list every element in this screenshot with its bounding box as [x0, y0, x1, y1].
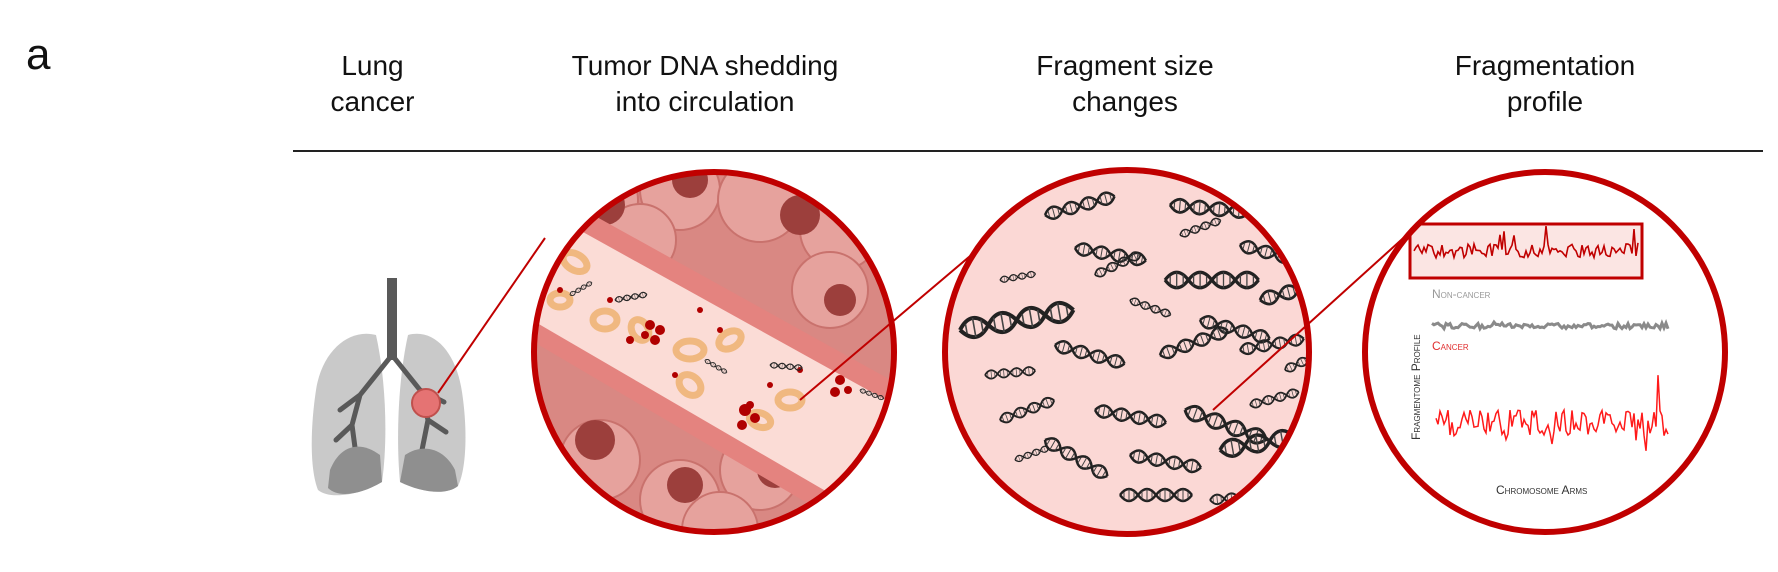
profile-inset-trace — [1413, 226, 1639, 261]
cancer-label: Cancer — [1432, 339, 1469, 353]
column-title-line: Lung — [341, 50, 404, 81]
dna-helix-icon — [1253, 203, 1309, 217]
fragmentation-profile-plot — [1408, 222, 1670, 451]
column-title-line: profile — [1506, 86, 1584, 117]
zoom-line-lung — [437, 237, 546, 394]
column-title-line: cancer — [330, 86, 415, 117]
lower-lung-shadow — [328, 446, 382, 494]
vessel-lumen — [534, 219, 894, 506]
dna-fragments-zoom-bg — [945, 170, 1309, 534]
lower-lung-shadow-right — [400, 448, 458, 492]
column-title-line: Fragment size — [1036, 50, 1214, 81]
noncancer-label: Non-cancer — [1432, 287, 1491, 301]
column-title-line: Tumor DNA shedding — [571, 50, 839, 81]
column-title-lung-cancer: Lung cancer — [300, 48, 445, 120]
zoom-line-fragments — [1212, 231, 1411, 411]
trachea-shape — [387, 278, 397, 360]
column-title-line: Fragmentation — [1454, 50, 1636, 81]
y-axis-label: Fragmentome Profile — [1409, 334, 1423, 440]
tumor-nodule — [411, 388, 441, 418]
lung-illustration — [311, 278, 466, 496]
tumor-dna-clusters — [557, 287, 852, 430]
column-title-fragmentation-profile: Fragmentation profile — [1420, 48, 1670, 120]
noncancer-trace — [1431, 318, 1670, 332]
column-title-fragment-size: Fragment size changes — [1000, 48, 1250, 120]
profile-zoom-border — [1362, 169, 1728, 535]
red-blood-cells — [546, 249, 806, 432]
column-title-line: into circulation — [615, 86, 795, 117]
cancer-trace — [1435, 375, 1669, 451]
dna-helix-icon — [1288, 258, 1309, 272]
dna-fragments-zoom-border — [942, 167, 1312, 537]
header-divider — [293, 150, 1763, 152]
blood-vessel-zoom — [534, 172, 894, 532]
column-title-line: changes — [1072, 86, 1178, 117]
column-title-tumor-dna-shedding: Tumor DNA shedding into circulation — [535, 48, 875, 120]
panel-label: a — [26, 30, 51, 79]
blood-vessel-zoom-border — [531, 169, 897, 535]
x-axis-label: Chromosome Arms — [1496, 483, 1587, 497]
